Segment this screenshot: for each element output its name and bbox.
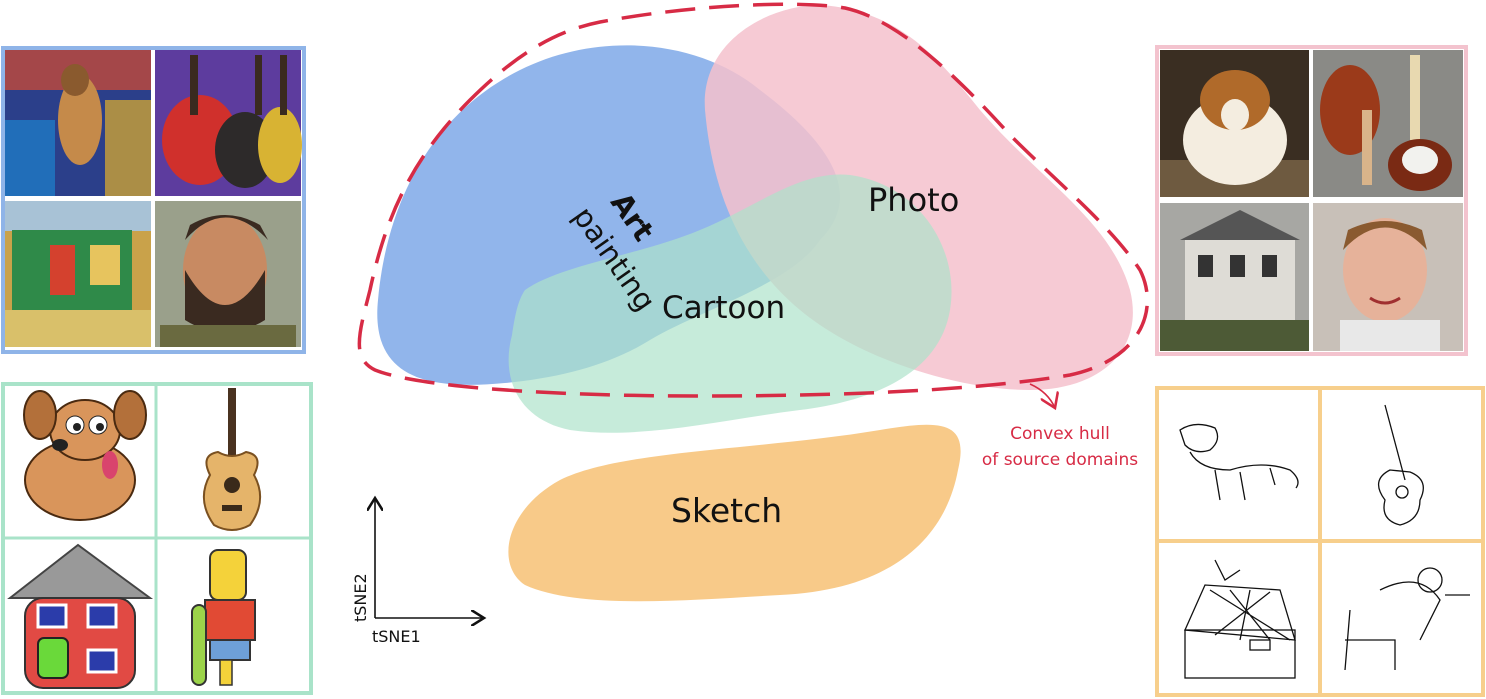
sketch-label: Sketch <box>671 491 782 530</box>
photo-dog-image <box>1160 50 1309 197</box>
cartoon-house-image <box>7 543 154 689</box>
sketch-person-image <box>1344 567 1470 671</box>
cartoon-blob <box>508 174 952 433</box>
y-axis-label: tSNE2 <box>351 573 370 622</box>
cartoon-label: Cartoon <box>662 290 785 326</box>
photo-label: Photo <box>868 181 959 219</box>
photo-person-image <box>1313 203 1463 351</box>
art-house-image <box>5 201 151 347</box>
photo-guitar-image <box>1313 50 1463 197</box>
cartoon-person-image <box>191 549 256 686</box>
hull-arrow <box>1029 383 1055 408</box>
convex-hull-outline <box>357 2 1149 398</box>
photo-panel-border <box>1155 45 1468 356</box>
hull-label-line2: of source domains <box>982 450 1138 470</box>
photo-house-image <box>1160 203 1309 351</box>
art-painting-panel <box>1 46 306 354</box>
domain-blobs <box>377 5 1133 602</box>
x-axis-label: tSNE1 <box>372 627 421 646</box>
photo-panel <box>1155 45 1468 356</box>
art-dog-image <box>5 50 151 196</box>
sketch-dog-image <box>1179 423 1299 501</box>
convex-hull: Convex hull of source domains <box>357 2 1149 470</box>
hull-label-line1: Convex hull <box>1010 424 1110 444</box>
cartoon-guitar-image <box>203 388 261 531</box>
art-guitars-image <box>155 50 302 196</box>
sketch-panel <box>1155 386 1485 697</box>
cartoon-dog-image <box>23 390 147 521</box>
sketch-house-image <box>1184 559 1296 679</box>
art-person-image <box>155 201 301 347</box>
cartoon-panel <box>1 382 313 695</box>
sketch-guitar-image <box>1378 404 1424 526</box>
sketch-blob <box>508 424 961 602</box>
tsne-axes: tSNE1 tSNE2 <box>351 498 484 646</box>
art-panel-border <box>1 46 306 354</box>
